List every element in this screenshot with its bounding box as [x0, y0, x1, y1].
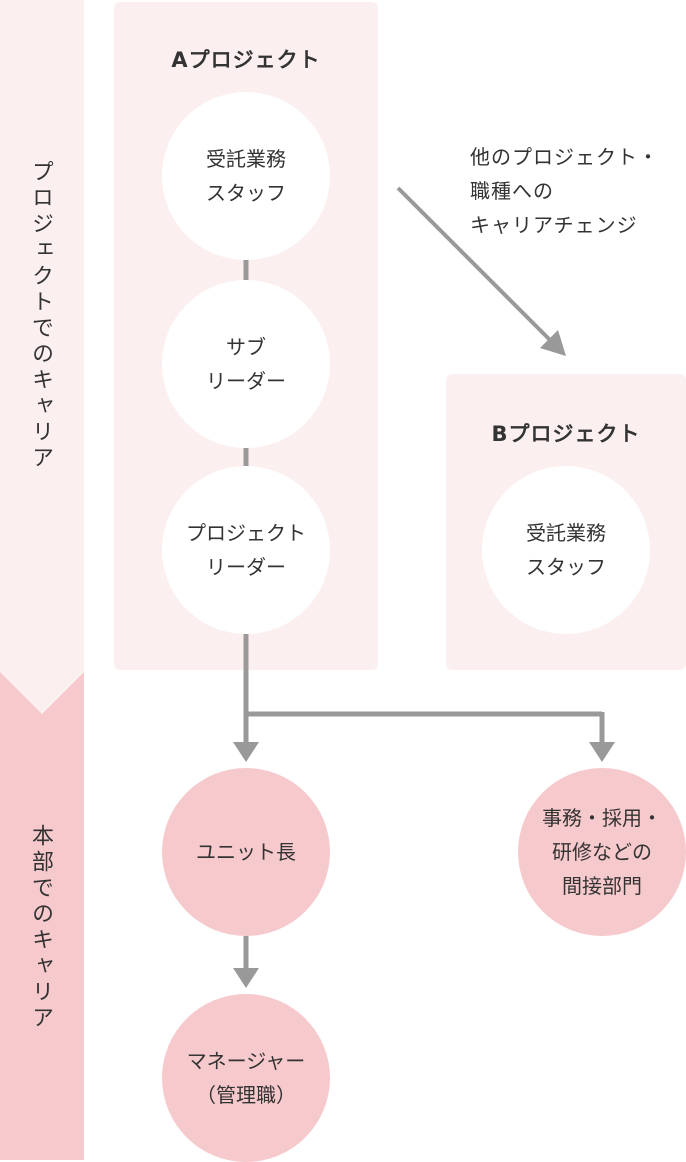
node-a-contract-staff: 受託業務 スタッフ [162, 92, 330, 260]
project-a-title: Aプロジェクト [171, 48, 321, 72]
node-indirect-departments: 事務・採用・ 研修などの 間接部門 [518, 768, 686, 936]
connector-career-change [396, 186, 554, 344]
node-a-project-leader: プロジェクト リーダー [162, 466, 330, 634]
project-career-label: プロジェクトでのキャリア [28, 160, 53, 472]
headquarters-career-label: 本部でのキャリア [28, 824, 53, 1032]
node-manager: マネージャー （管理職） [162, 994, 330, 1162]
project-b-title: Bプロジェクト [491, 422, 641, 446]
arrowhead-career-change [540, 330, 566, 356]
arrowhead-unit [233, 742, 259, 762]
node-a-sub-leader: サブ リーダー [162, 280, 330, 448]
headquarters-career-band [0, 672, 84, 1160]
career-change-note: 他のプロジェクト・ 職種への キャリアチェンジ [470, 145, 659, 237]
arrowhead-dept [589, 742, 615, 762]
project-career-band [0, 0, 84, 714]
arrowhead-manager [233, 968, 259, 988]
node-unit-head: ユニット長 [162, 768, 330, 936]
node-b-contract-staff: 受託業務 スタッフ [482, 466, 650, 634]
